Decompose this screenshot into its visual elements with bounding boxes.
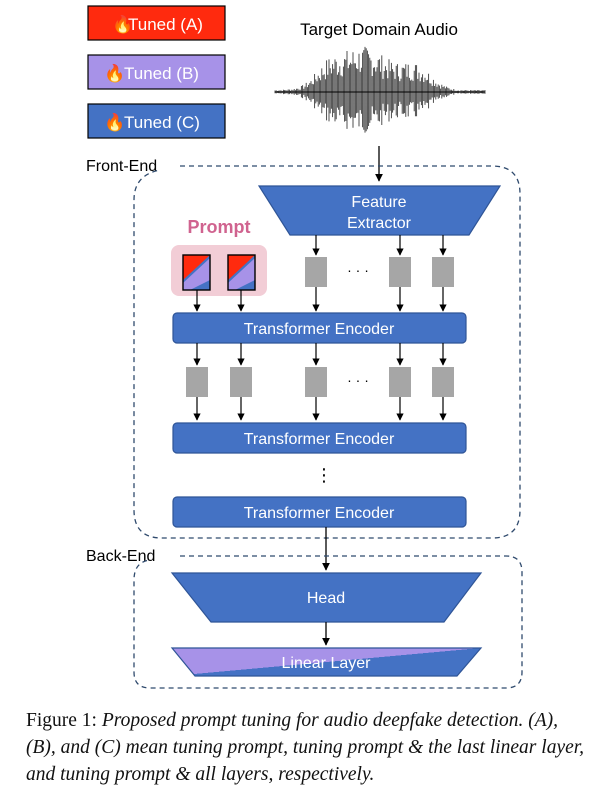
linear-layer-block xyxy=(170,647,483,677)
back-end-region xyxy=(133,555,523,689)
flame-icon: 🔥 xyxy=(104,112,125,132)
feature-extractor-line1: Feature xyxy=(351,194,406,211)
legend-label-c: Tuned (C) xyxy=(124,113,200,132)
legend-item-b: 🔥 Tuned (B) xyxy=(87,54,226,90)
transformer-encoder-3-label: Transformer Encoder xyxy=(244,505,395,522)
feature-extractor-line2: Extractor xyxy=(347,215,412,232)
legend-box-c xyxy=(87,103,226,139)
legend-box-b xyxy=(87,54,226,90)
feature-token xyxy=(305,367,327,397)
vertical-ellipsis: ⋮ xyxy=(315,465,333,486)
linear-layer-label: Linear Layer xyxy=(282,655,372,672)
legend-label-a: Tuned (A) xyxy=(128,15,203,34)
transformer-encoder-3 xyxy=(172,496,467,528)
feature-token xyxy=(432,367,454,397)
feature-extractor xyxy=(257,185,502,236)
caption-text: Proposed prompt tuning for audio deepfak… xyxy=(26,710,585,785)
flame-icon: 🔥 xyxy=(104,63,125,83)
token-ellipsis: · · · xyxy=(347,262,369,278)
prompt-label: Prompt xyxy=(188,217,251,237)
waveform-icon xyxy=(274,46,486,133)
prompt-token-2 xyxy=(227,254,256,291)
feature-token xyxy=(389,367,411,397)
feature-token xyxy=(186,367,208,397)
transformer-encoder-2 xyxy=(172,422,467,454)
transformer-encoder-1-label: Transformer Encoder xyxy=(244,321,395,338)
back-end-label: Back-End xyxy=(86,548,155,565)
legend-box-a xyxy=(87,5,226,41)
legend-item-a: 🔥 Tuned (A) xyxy=(87,5,226,41)
head-label: Head xyxy=(307,590,345,607)
legend: 🔥 Tuned (A) 🔥 Tuned (B) 🔥 Tuned (C) xyxy=(87,5,226,139)
front-end-label: Front-End xyxy=(86,158,157,175)
transformer-encoder-2-label: Transformer Encoder xyxy=(244,431,395,448)
prompt-token-1 xyxy=(182,254,211,291)
feature-token xyxy=(389,257,411,287)
caption-prefix: Figure 1: xyxy=(26,710,102,731)
feature-token xyxy=(305,257,327,287)
head-block xyxy=(170,572,483,623)
transformer-encoder-1 xyxy=(172,312,467,344)
waveform-path xyxy=(274,46,486,133)
legend-label-b: Tuned (B) xyxy=(124,64,199,83)
token-ellipsis: · · · xyxy=(347,372,369,388)
flame-icon: 🔥 xyxy=(112,14,133,34)
figure-caption: Figure 1: Proposed prompt tuning for aud… xyxy=(26,707,586,788)
feature-token xyxy=(230,367,252,397)
feature-tokens-row-1: · · · xyxy=(193,235,454,312)
audio-label: Target Domain Audio xyxy=(300,20,458,39)
legend-item-c: 🔥 Tuned (C) xyxy=(87,103,226,139)
feature-token xyxy=(432,257,454,287)
feature-tokens-row-2: · · · xyxy=(186,343,454,421)
